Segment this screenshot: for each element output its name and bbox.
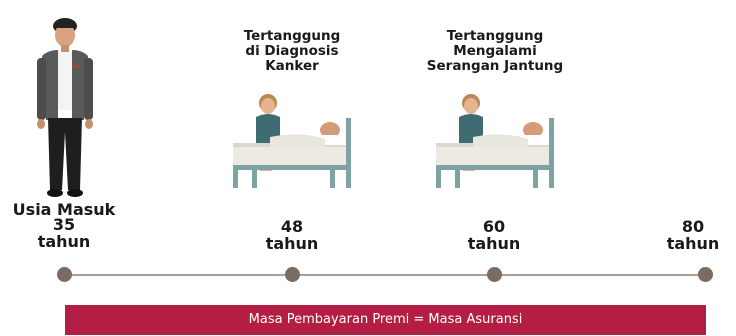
event-title-cancer: Tertanggung di Diagnosis Kanker <box>217 29 367 74</box>
hospital-bed-illustration <box>436 94 554 188</box>
age-label-entry: Usia Masuk 35 tahun <box>9 201 119 250</box>
age-value: 60 <box>482 217 506 236</box>
hospital-bed-illustration <box>233 94 351 188</box>
event-title-line: Kanker <box>265 58 319 74</box>
age-value: 80 <box>681 217 705 236</box>
man-illustration <box>37 18 93 197</box>
timeline-dot <box>487 267 502 282</box>
timeline-line <box>64 274 706 276</box>
age-unit: tahun <box>467 234 521 253</box>
age-unit: tahun <box>37 232 91 251</box>
timeline-dot <box>285 267 300 282</box>
age-label: 60 tahun <box>439 218 549 252</box>
age-label: 80 tahun <box>650 218 736 252</box>
event-title-heart-attack: Tertanggung Mengalami Serangan Jantung <box>420 29 570 74</box>
timeline-dot <box>698 267 713 282</box>
event-title-line: Tertanggung <box>243 28 341 44</box>
premium-period-banner: Masa Pembayaran Premi = Masa Asuransi <box>65 305 706 335</box>
age-label: 48 tahun <box>237 218 347 252</box>
age-unit: tahun <box>265 234 319 253</box>
event-title-line: Serangan Jantung <box>426 58 564 74</box>
age-unit: tahun <box>666 234 720 253</box>
age-value: 48 <box>280 217 304 236</box>
event-title-line: Tertanggung <box>446 28 544 44</box>
age-value: 35 <box>52 215 76 234</box>
event-title-line: Mengalami <box>453 43 537 59</box>
entry-age-caption: Usia Masuk <box>12 200 116 219</box>
event-title-line: di Diagnosis <box>245 43 339 59</box>
timeline-dot <box>57 267 72 282</box>
